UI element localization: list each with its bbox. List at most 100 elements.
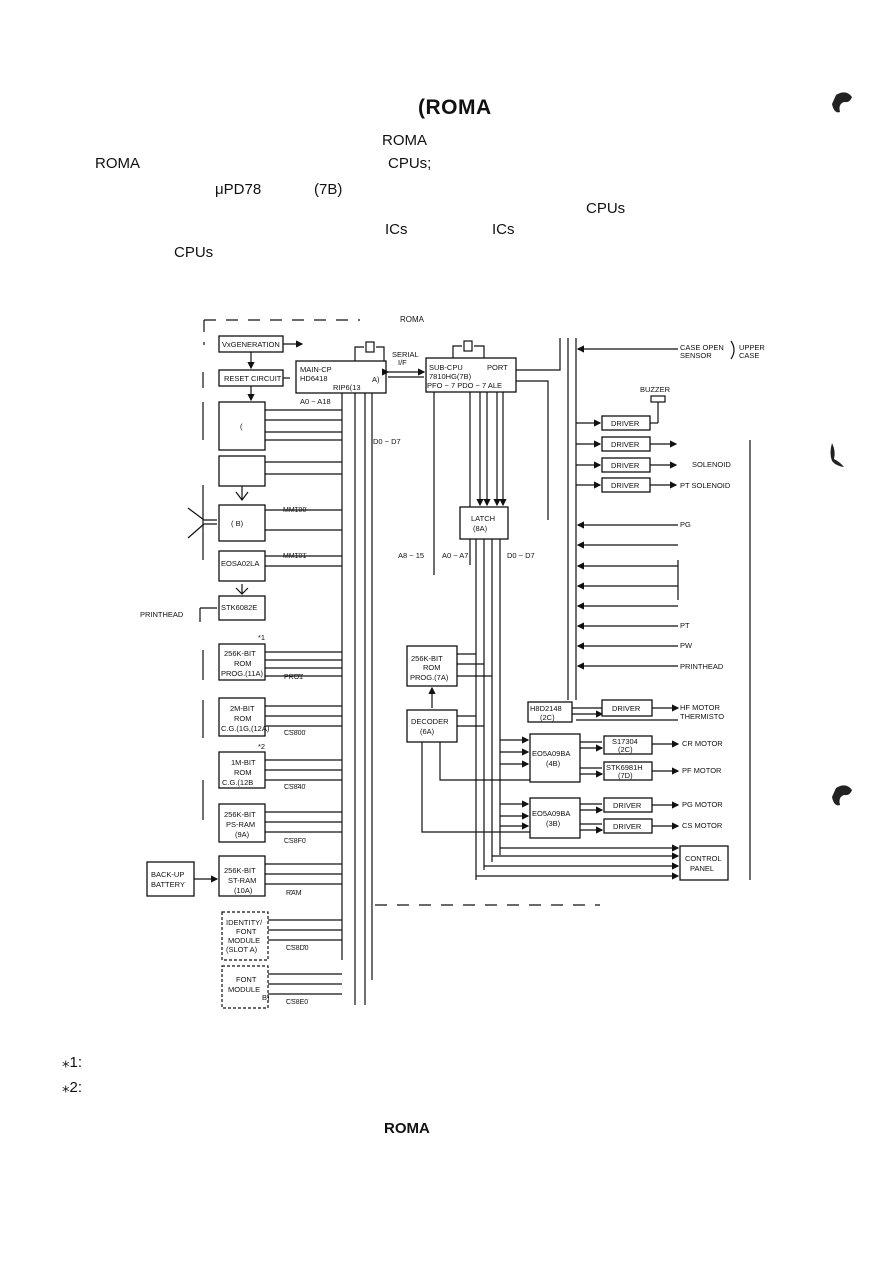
psram-block [218,803,266,843]
diagram-caption: ROMA [400,315,425,324]
reset-circuit-label: RESET CIRCUIT [224,374,282,383]
text-fragment-cpus-1: CPUs; [388,155,432,172]
si-line1: S17304 [612,737,638,746]
psram-line3: (9A) [235,830,250,839]
hd-line1: H8D2148 [530,704,562,713]
rom1m-line3: C.G.(12B [222,778,253,787]
main-cpu-line4: A) [372,375,380,384]
eo5a09ba-3b-block [529,797,581,839]
gate-array-b-label: ( B) [231,519,244,528]
id-module-line4: (SLOT A) [226,945,258,954]
output-thermisto: THERMISTO [680,712,724,721]
driver-hf-label: DRIVER [612,704,641,713]
backup-battery-block [146,861,195,897]
caption-bottom: ROMA [384,1120,430,1137]
signal-mm100: MM100 [283,507,306,514]
decoder-line2: (6A) [420,727,435,736]
driver-pg-label: DRIVER [613,801,642,810]
driver-2-label: DRIVER [611,440,640,449]
psram-line1: 256K-BIT [224,810,256,819]
stram-block [218,855,266,897]
output-pg-motor: PG MOTOR [682,800,723,809]
signal-a0-a7: A0 ~ A7 [442,551,468,560]
hd-line2: (2C) [540,713,555,722]
id-module-line1: IDENTITY/ [226,918,263,927]
output-printhead: PRINTHEAD [680,662,724,671]
font-module-line1: FONT [236,975,257,984]
text-fragment-upd78: μPD78 [215,181,262,198]
eo3b-line2: (3B) [546,819,561,828]
output-pt: PT [680,621,690,630]
rom2m-line1: 2M-BIT [230,704,255,713]
stk-line2: (7D) [618,771,633,780]
serial-line2: I/F [398,358,407,367]
signal-cs8e0: CS8E0 [286,999,308,1006]
psram-line2: PS-RAM [226,820,255,829]
stk6082e-label: STK6082E [221,603,257,612]
latch-block [459,506,509,540]
main-cpu-line3: RIP6(13 [333,383,361,392]
font-module-slot [221,965,269,1009]
signal-cs8d0: CS8D0 [286,945,309,952]
buzzer-icon [650,395,666,403]
output-solenoid: SOLENOID [692,460,731,469]
output-case-open-2: SENSOR [680,351,712,360]
output-pw: PW [680,641,693,650]
sub-cpu-line3: PFO ~ 7 PDO ~ 7 ALE [427,381,502,390]
text-fragment-cpus-3: CPUs [174,244,214,261]
driver-3-label: DRIVER [611,461,640,470]
backup-line1: BACK-UP [151,870,184,879]
gate-array-a-block [218,401,266,451]
control-panel-block [679,845,729,881]
control-panel-line2: PANEL [690,864,714,873]
gate-array-b-block [218,504,266,542]
signal-cs8f0: CS8F0 [284,838,306,845]
output-pf-motor: PF MOTOR [682,766,722,775]
signal-cs800: CS800 [284,730,306,737]
driver-1-label: DRIVER [611,419,640,428]
rom256-star1: *1 [258,633,265,642]
font-module-line2: MODULE [228,985,260,994]
eo3b-line1: EO5A09BA [532,809,570,818]
output-upper-case-1: UPPER [739,343,765,352]
footnote-2: ⁎2: [62,1079,83,1096]
signal-cs840: CS840 [284,784,306,791]
output-upper-case-2: CASE [739,351,759,360]
identity-font-module-slot [221,911,269,961]
rom256-prog-block [218,643,266,681]
driver-4-label: DRIVER [611,481,640,490]
rom256-line2: ROM [234,659,252,668]
rom7a-line1: 256K-BIT [411,654,443,663]
control-panel-line1: CONTROL [685,854,722,863]
scan-speck-3 [832,785,852,806]
signal-pro1: PRO1 [284,674,303,681]
rom2m-block [218,697,266,737]
id-module-line3: MODULE [228,936,260,945]
output-hf-motor: HF MOTOR [680,703,720,712]
output-cs-motor: CS MOTOR [682,821,723,830]
serial-line1: SERIAL [392,350,419,359]
eosa02la-block [218,550,266,582]
rom1m-star2: *2 [258,742,265,751]
sub-cpu-line2: 7810HG(7B) [429,372,472,381]
rom256-line1: 256K-BIT [224,649,256,658]
main-cpu-block [295,360,387,394]
text-fragment-cpus-2: CPUs [586,200,626,217]
eo4b-line2: (4B) [546,759,561,768]
si-line2: (2C) [618,745,633,754]
signal-a8-15: A8 ~ 15 [398,551,424,560]
latch-line2: (8A) [473,524,488,533]
backup-line2: BATTERY [151,880,185,889]
stram-line3: (10A) [234,886,253,895]
sub-cpu-line1: SUB-CPU [429,363,463,372]
signal-d0-d7-sub: D0 ~ D7 [507,551,535,560]
stram-line2: ST-RAM [228,876,256,885]
decoder-block [406,709,458,743]
stk-line1: STK6981H [606,763,643,772]
scan-speck-1 [832,92,852,113]
id-module-line2: FONT [236,927,257,936]
stram-line1: 256K-BIT [224,866,256,875]
buzzer-label: BUZZER [640,385,671,394]
driver-cs-label: DRIVER [613,822,642,831]
rom1m-line2: ROM [234,768,252,777]
